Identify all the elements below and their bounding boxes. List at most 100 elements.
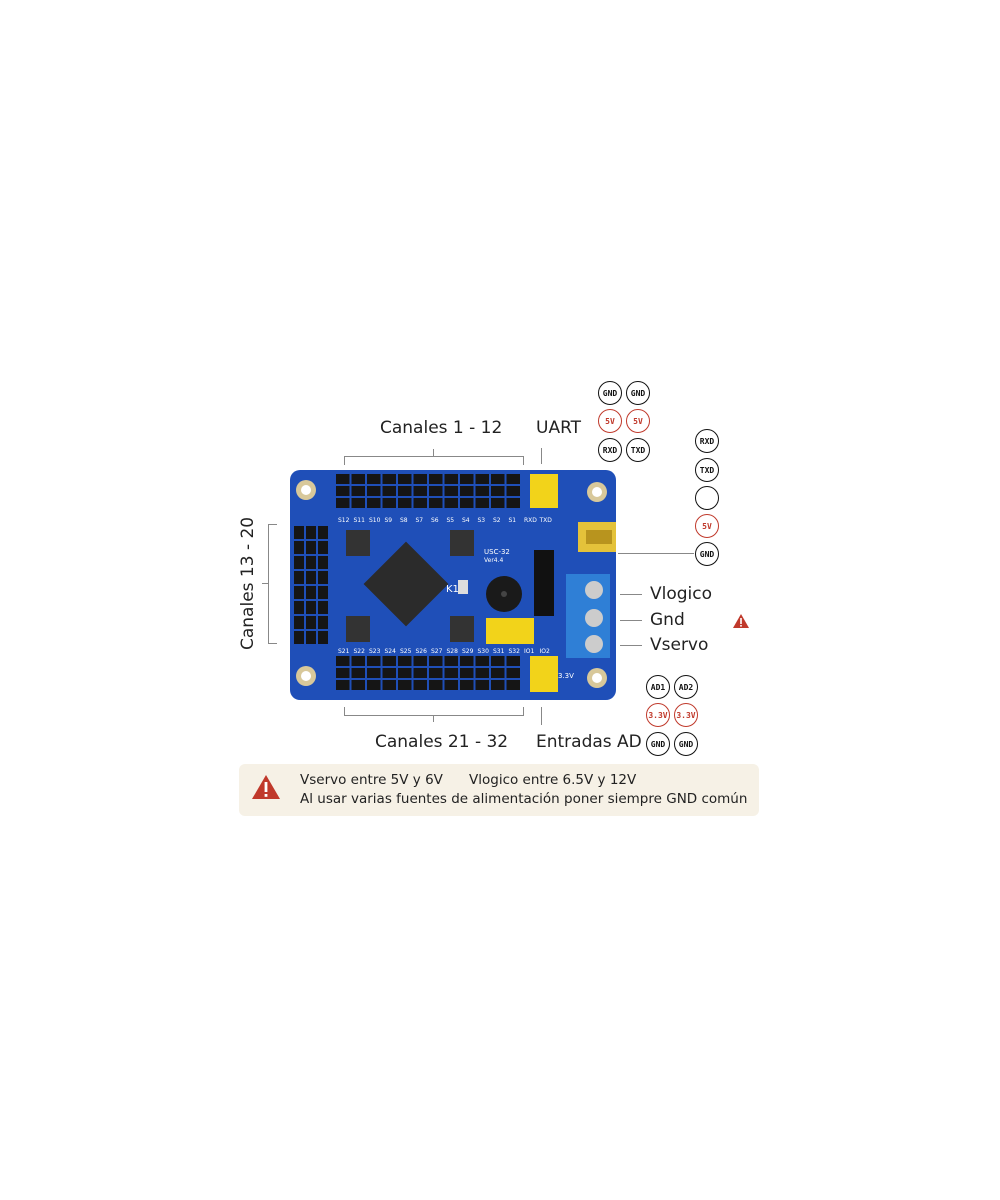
header-pin xyxy=(351,486,365,496)
header-pin xyxy=(460,668,474,678)
header-pin xyxy=(460,656,474,666)
header-pin xyxy=(491,498,505,508)
header-pin xyxy=(382,656,396,666)
header-pin xyxy=(318,571,328,584)
header-pin xyxy=(444,486,458,496)
silk-label: S25 xyxy=(400,648,412,655)
header-pin xyxy=(429,680,443,690)
header-pin xyxy=(336,680,350,690)
header-pin xyxy=(318,556,328,569)
chip-label: USC-32 xyxy=(484,548,510,556)
header-pin xyxy=(491,486,505,496)
line-vservo xyxy=(620,645,642,646)
header-pin xyxy=(294,616,304,629)
label-vlogico: Vlogico xyxy=(650,584,713,604)
header-pin xyxy=(444,656,458,666)
silk-label: S3 xyxy=(478,517,486,524)
header-pin xyxy=(336,668,350,678)
header-pin xyxy=(382,474,396,484)
label-canales-13-20: Canales 13 - 20 xyxy=(238,516,258,650)
header-pin xyxy=(398,680,412,690)
pin-circle: GND xyxy=(598,381,622,405)
header-pin xyxy=(475,680,489,690)
header-pin xyxy=(460,474,474,484)
header-pin xyxy=(398,656,412,666)
warning-gnd-common: Al usar varias fuentes de alimentación p… xyxy=(300,791,748,807)
bracket-canales-21-32-tick xyxy=(433,715,434,722)
header-pin xyxy=(413,680,427,690)
silk-label: S31 xyxy=(493,648,505,655)
header-pin xyxy=(367,680,381,690)
header-pin xyxy=(491,668,505,678)
header-pin xyxy=(318,526,328,539)
silk-label: S6 xyxy=(431,517,439,524)
header-pin xyxy=(336,474,350,484)
silk-label: IO2 xyxy=(540,648,550,655)
header-pin xyxy=(367,474,381,484)
header-pin xyxy=(306,616,316,629)
header-pin xyxy=(318,541,328,554)
header-pin xyxy=(306,631,316,644)
silk-label: S28 xyxy=(447,648,459,655)
header-pin xyxy=(506,486,520,496)
silk-label: S9 xyxy=(385,517,393,524)
header-pin xyxy=(367,668,381,678)
silk-label: S21 xyxy=(338,648,350,655)
header-pin xyxy=(444,680,458,690)
silk-label: S24 xyxy=(385,648,397,655)
label-vservo: Vservo xyxy=(650,635,709,655)
header-pin xyxy=(398,486,412,496)
header-pin xyxy=(475,486,489,496)
header-pin xyxy=(382,680,396,690)
header-pin xyxy=(506,680,520,690)
pin-circle: 3.3V xyxy=(674,703,698,727)
pin-circle: 5V xyxy=(626,409,650,433)
header-pin xyxy=(475,498,489,508)
silk-label: S4 xyxy=(462,517,470,524)
silk-label: TXD xyxy=(539,517,553,524)
header-pin xyxy=(336,486,350,496)
header-pin xyxy=(460,498,474,508)
header-pin xyxy=(318,616,328,629)
bracket-canales-21-32 xyxy=(344,707,524,716)
header-pin xyxy=(491,680,505,690)
header-pin xyxy=(444,498,458,508)
pin-circle: GND xyxy=(646,732,670,756)
header-pin xyxy=(294,601,304,614)
header-pin xyxy=(367,486,381,496)
header-pin xyxy=(351,668,365,678)
pin-circle: 5V xyxy=(598,409,622,433)
line-usb-gnd xyxy=(618,553,694,554)
silk-label: S23 xyxy=(369,648,381,655)
header-pin xyxy=(506,474,520,484)
header-pin xyxy=(367,498,381,508)
pin-circle: GND xyxy=(695,542,719,566)
header-pin xyxy=(429,474,443,484)
bracket-canales-1-12 xyxy=(344,456,524,465)
header-pin xyxy=(382,486,396,496)
header-pin xyxy=(475,656,489,666)
header-pin xyxy=(413,498,427,508)
header-pin xyxy=(413,474,427,484)
label-uart: UART xyxy=(536,418,582,438)
header-pin xyxy=(382,498,396,508)
header-pin xyxy=(444,474,458,484)
silk-label: S7 xyxy=(416,517,424,524)
warning-vlogico: Vlogico entre 6.5V y 12V xyxy=(469,772,637,788)
header-pin xyxy=(398,668,412,678)
header-pin xyxy=(306,601,316,614)
chip-version: Ver4.4 xyxy=(484,557,504,564)
header-pin xyxy=(475,668,489,678)
header-pin xyxy=(506,656,520,666)
silk-label: S10 xyxy=(369,517,381,524)
header-pin xyxy=(413,668,427,678)
header-pin xyxy=(306,526,316,539)
warning-vservo: Vservo entre 5V y 6V xyxy=(300,772,443,788)
warning-box: Vservo entre 5V y 6V Vlogico entre 6.5V … xyxy=(239,764,759,816)
line-vlogico xyxy=(620,594,642,595)
header-pin xyxy=(351,498,365,508)
button-k1-label: K1 xyxy=(446,584,459,595)
header-pin xyxy=(413,486,427,496)
